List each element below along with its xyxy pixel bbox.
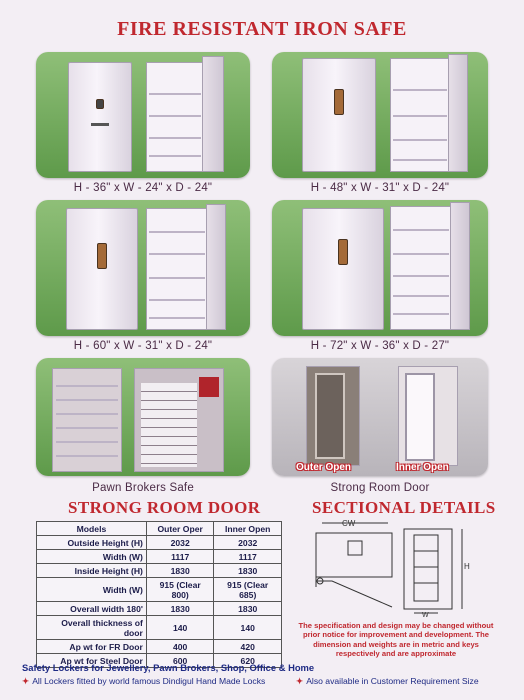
safe-door-image bbox=[450, 202, 470, 330]
outer-open-label: Outer Open bbox=[296, 462, 352, 473]
pawn-brokers-panel bbox=[36, 358, 250, 476]
page-title: FIRE RESISTANT IRON SAFE bbox=[117, 18, 407, 40]
strong-room-spec-table: Models Outer Oper Inner Open Outside Hei… bbox=[36, 521, 282, 668]
sectional-details-title: SECTIONAL DETAILS bbox=[312, 498, 496, 517]
safe-1-caption: H - 36" x W - 24" x D - 24" bbox=[73, 182, 213, 194]
drawers-grid bbox=[141, 383, 197, 467]
row-label: Width (W) bbox=[36, 549, 147, 564]
row-value: 140 bbox=[213, 615, 282, 640]
handle-icon bbox=[91, 123, 109, 126]
table-header: Models bbox=[36, 521, 147, 536]
disclaimer-note: The specification and design may be chan… bbox=[298, 621, 494, 659]
safe-3-caption: H - 60" x W - 31" x D - 24" bbox=[73, 340, 213, 352]
row-value: 2032 bbox=[213, 535, 282, 550]
safe-door-image bbox=[206, 204, 226, 330]
safe-door-image bbox=[448, 54, 468, 172]
closed-safe-image bbox=[68, 62, 132, 172]
row-value: 1830 bbox=[213, 601, 282, 616]
row-label: Ap wt for Steel Door bbox=[36, 653, 147, 668]
pawn-safe-open-image bbox=[52, 368, 122, 472]
row-label: Outside Height (H) bbox=[36, 535, 147, 550]
open-safe-image bbox=[146, 62, 204, 172]
sectional-diagram: CW H W bbox=[315, 519, 470, 617]
row-value: 140 bbox=[145, 615, 215, 640]
row-value: 1830 bbox=[145, 563, 215, 578]
row-value: 420 bbox=[213, 639, 282, 654]
row-label: Inside Height (H) bbox=[36, 563, 147, 578]
row-value: 400 bbox=[145, 639, 215, 654]
strong-room-inner-image bbox=[398, 366, 458, 466]
strong-room-caption: Strong Room Door bbox=[330, 482, 430, 494]
open-safe-image bbox=[146, 208, 208, 330]
lock-icon bbox=[338, 239, 348, 265]
bullet-icon: ✦ bbox=[22, 676, 30, 686]
closed-safe-image bbox=[66, 208, 138, 330]
inner-open-label: Inner Open bbox=[396, 462, 449, 473]
open-safe-image bbox=[390, 58, 450, 172]
table-header: Outer Oper bbox=[145, 521, 215, 536]
strong-room-outer-image bbox=[306, 366, 360, 466]
row-label: Ap wt for FR Door bbox=[36, 639, 147, 654]
footer-line-1-text: All Lockers fitted by world famous Dindi… bbox=[32, 676, 266, 686]
table-row: Width (W)915 (Clear 800)915 (Clear 685) bbox=[36, 577, 282, 602]
row-value: 915 (Clear 685) bbox=[213, 577, 282, 602]
safe-photo-panel-3 bbox=[36, 200, 250, 336]
safe-door-image bbox=[202, 56, 224, 172]
row-label: Overall width 180' bbox=[36, 601, 147, 616]
row-value: 600 bbox=[145, 653, 215, 668]
w-label: W bbox=[422, 612, 429, 617]
pawn-caption: Pawn Brokers Safe bbox=[92, 482, 194, 494]
lock-icon bbox=[97, 243, 107, 269]
lock-icon bbox=[96, 99, 104, 109]
footer-line-2: ✦Also available in Customer Requirement … bbox=[296, 676, 479, 687]
door-frame bbox=[315, 373, 345, 459]
table-header: Inner Open bbox=[213, 521, 282, 536]
safe-photo-panel-4 bbox=[272, 200, 488, 336]
closed-safe-image bbox=[302, 58, 376, 172]
lock-icon bbox=[334, 89, 344, 115]
row-value: 1830 bbox=[145, 601, 215, 616]
footer-title: Safety Lockers for Jewellery, Pawn Broke… bbox=[22, 662, 315, 673]
cw-label: CW bbox=[342, 519, 356, 528]
pawn-safe-drawers-image bbox=[134, 368, 224, 472]
row-value: 1830 bbox=[213, 563, 282, 578]
row-value: 1117 bbox=[213, 549, 282, 564]
closed-safe-image bbox=[302, 208, 384, 330]
safe-4-caption: H - 72" x W - 36" x D - 27" bbox=[310, 340, 450, 352]
safe-photo-panel-1 bbox=[36, 52, 250, 178]
footer-line-1: ✦All Lockers fitted by world famous Dind… bbox=[22, 676, 265, 687]
row-value: 915 (Clear 800) bbox=[145, 577, 215, 602]
footer-line-2-text: Also available in Customer Requirement S… bbox=[306, 676, 479, 686]
red-box-icon bbox=[199, 377, 219, 397]
safe-2-caption: H - 48" x W - 31" x D - 24" bbox=[310, 182, 450, 194]
row-value: 2032 bbox=[145, 535, 215, 550]
strong-room-panel: Outer Open Inner Open bbox=[272, 358, 488, 476]
bullet-icon: ✦ bbox=[296, 676, 304, 686]
row-label: Width (W) bbox=[36, 577, 147, 602]
open-safe-image bbox=[390, 206, 452, 330]
h-label: H bbox=[464, 562, 470, 571]
row-value: 1117 bbox=[145, 549, 215, 564]
safe-photo-panel-2 bbox=[272, 52, 488, 178]
strong-room-door-title: STRONG ROOM DOOR bbox=[68, 498, 261, 517]
row-label: Overall thickness of door bbox=[36, 615, 147, 640]
row-value: 620 bbox=[213, 653, 282, 668]
door-frame bbox=[405, 373, 435, 461]
